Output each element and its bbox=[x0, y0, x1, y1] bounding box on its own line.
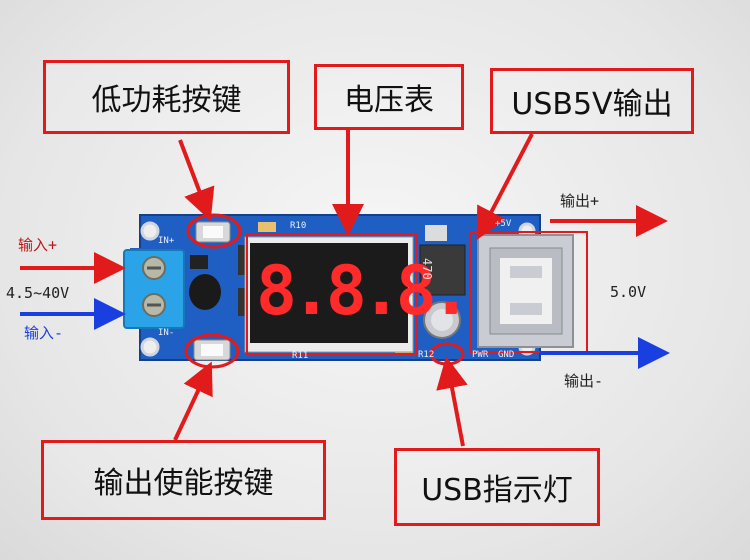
label-output-voltage: 5.0V bbox=[610, 283, 647, 301]
callout-voltmeter: 电压表 bbox=[314, 64, 464, 130]
silk-in-plus: IN+ bbox=[158, 236, 175, 246]
inductor bbox=[419, 244, 466, 296]
low-power-switch bbox=[195, 221, 231, 243]
usb-port bbox=[477, 234, 574, 348]
display-reading: 8.8.8. bbox=[256, 252, 472, 331]
label-input-minus: 输入- bbox=[24, 324, 64, 342]
callout-output-enable-button: 输出使能按键 bbox=[41, 440, 326, 520]
led-display bbox=[244, 236, 414, 353]
box-usb bbox=[469, 231, 588, 353]
silk-r10: R10 bbox=[290, 221, 307, 231]
label-input-range: 4.5~40V bbox=[6, 284, 70, 302]
terminal-block bbox=[123, 249, 185, 329]
callout-low-power-button: 低功耗按键 bbox=[43, 60, 290, 134]
inductor-code: 470 bbox=[420, 258, 434, 280]
callout-usb-5v-output: USB5V输出 bbox=[490, 68, 694, 134]
silk-r11: R11 bbox=[292, 351, 309, 361]
capacitor bbox=[423, 301, 461, 339]
label-input-plus: 输入+ bbox=[18, 236, 58, 254]
silk-pwr: PWR bbox=[472, 350, 489, 360]
label-output-minus: 输出- bbox=[564, 372, 604, 390]
transistor bbox=[189, 274, 221, 310]
silk-gnd: GND bbox=[498, 350, 515, 360]
label-output-plus: 输出+ bbox=[560, 192, 600, 210]
silk-5v: +5V bbox=[495, 219, 512, 229]
callout-usb-indicator: USB指示灯 bbox=[394, 448, 600, 526]
silk-in-minus: IN- bbox=[158, 328, 175, 338]
output-enable-switch bbox=[193, 339, 231, 361]
silk-r12: R12 bbox=[418, 350, 435, 360]
